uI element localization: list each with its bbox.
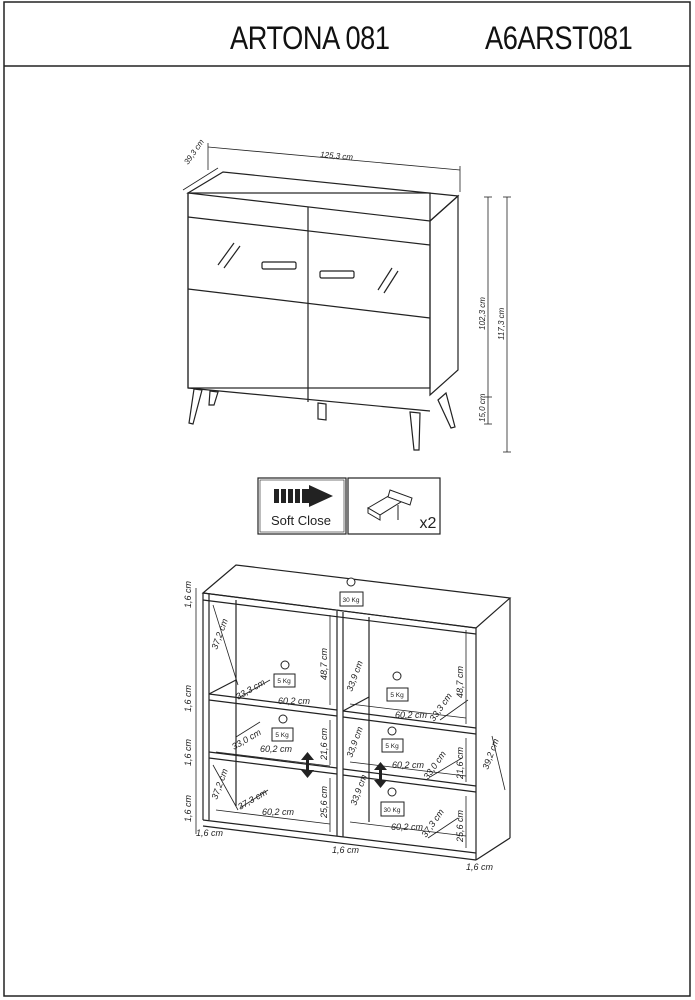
side-depth: 39,2 cm [480, 737, 501, 771]
shelf-depth-right-mid-side: 33,9 cm [344, 725, 365, 759]
left-lower-height: 37,2 cm [209, 767, 230, 801]
load-top: 30 Kg [343, 597, 360, 604]
mid-compartment-height-right: 21,6 cm [455, 746, 465, 780]
body-height-dim-label: 102,3 cm [478, 297, 487, 330]
soft-close-arrow-icon [274, 485, 333, 507]
shelf-depth-right-mid: 33,0 cm [421, 749, 448, 781]
load-left-mid: 5 Kg [275, 732, 289, 739]
load-bottom-right: 30 Kg [384, 807, 401, 814]
thickness-left-side: 1,6 cm [196, 828, 224, 838]
mid-compartment-height-left: 21,6 cm [319, 727, 329, 761]
lower-compartment-height-right: 25,6 cm [455, 809, 465, 843]
shelf-width-right-bottom: 60,2 cm [391, 822, 424, 832]
total-height-dim-label: 117,3 cm [497, 307, 506, 340]
product-code: A6ARST081 [485, 20, 633, 56]
soft-close-label: Soft Close [271, 513, 331, 528]
shelf-depth-right-upper: 33,3 cm [427, 691, 454, 723]
shelf-width-left-bottom: 60,2 cm [262, 807, 295, 817]
width-dim-label: 125,3 cm [320, 150, 354, 162]
shelf-width-right-upper: 60,2 cm [395, 710, 428, 720]
weight-tag-right-upper [386, 671, 409, 702]
thickness-mid-shelf: 1,6 cm [183, 738, 193, 766]
model-name: ARTONA 081 [230, 20, 390, 56]
weight-tag-left-mid [271, 714, 294, 742]
thickness-right-side: 1,6 cm [466, 862, 494, 872]
shelf-depth-right-upper-side: 33,9 cm [344, 659, 365, 693]
adjust-arrow-right-icon [374, 762, 387, 788]
weight-tag-left-upper [273, 660, 296, 688]
weight-tag-bottom-right [380, 787, 405, 817]
soft-close-box: Soft Close [257, 477, 347, 535]
shelf-depth-right-bottom-side: 33,9 cm [348, 773, 369, 807]
shelf-width-left-mid: 60,2 cm [260, 744, 293, 754]
thickness-bottom: 1,6 cm [183, 794, 193, 822]
load-left-upper: 5 Kg [277, 678, 291, 685]
upper-compartment-height-left: 48,7 cm [319, 647, 329, 680]
hinge-box: x2 [347, 477, 441, 535]
load-right-mid: 5 Kg [385, 743, 399, 750]
hinge-count: x2 [420, 515, 437, 532]
thickness-top-left: 1,6 cm [183, 580, 193, 608]
thickness-upper-shelf: 1,6 cm [183, 684, 193, 712]
weight-tag-right-mid [381, 726, 404, 753]
thickness-divider: 1,6 cm [332, 845, 360, 855]
load-right-upper: 5 Kg [390, 692, 404, 699]
left-upper-height: 37,2 cm [209, 617, 230, 651]
adjust-arrow-left-icon [301, 752, 314, 778]
hinge-icon [367, 489, 413, 521]
upper-compartment-height-right: 48,7 cm [455, 665, 465, 698]
lower-compartment-height-left: 25,6 cm [319, 785, 329, 819]
shelf-depth-left-upper: 33,3 cm [234, 677, 267, 702]
leg-height-dim-label: 15,0 cm [478, 393, 487, 422]
shelf-width-left-upper: 60,2 cm [278, 696, 311, 706]
weight-tag-top [339, 577, 364, 607]
shelf-width-right-mid: 60,2 cm [392, 760, 425, 770]
